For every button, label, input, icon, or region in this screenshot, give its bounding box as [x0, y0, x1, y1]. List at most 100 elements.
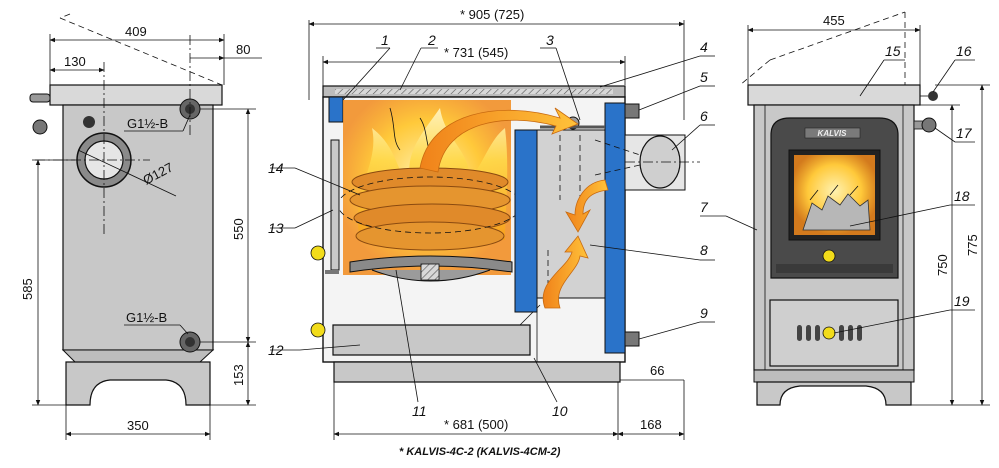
leader-13 — [294, 209, 334, 229]
leader-2 — [399, 47, 422, 91]
callout-13: 13 — [268, 220, 284, 236]
vent-slot-6 — [857, 325, 862, 341]
label-upper-connection: G1½-B — [127, 116, 168, 131]
leader-5 — [638, 85, 701, 111]
leader-16 — [932, 59, 956, 93]
dim-585: 585 — [20, 278, 35, 300]
callout-18: 18 — [954, 188, 970, 204]
jacket-inner-column — [514, 129, 538, 313]
door-frame — [330, 139, 340, 271]
lower-water-connection-center — [185, 337, 195, 347]
brand-plate — [804, 127, 861, 139]
callout-17: 17 — [956, 125, 973, 141]
dim-775: 775 — [965, 234, 980, 256]
leader-upper-conn-2 — [182, 114, 191, 132]
callout-4: 4 — [700, 39, 708, 55]
leader-8 — [589, 244, 701, 261]
flue-exit-dash-2 — [594, 164, 641, 176]
dim-153: 153 — [231, 364, 246, 386]
leader-11 — [395, 269, 419, 403]
dim-750: 750 — [935, 254, 950, 276]
callout-19: 19 — [954, 293, 970, 309]
gas-flow-arrow-top — [419, 107, 579, 173]
leader-15 — [859, 59, 885, 97]
footnote: * KALVIS-4C-2 (KALVIS-4CM-2) — [399, 446, 561, 458]
front-base — [756, 381, 912, 406]
dim-409: 409 — [125, 24, 147, 39]
callout-6: 6 — [700, 108, 708, 124]
dim-66: 66 — [650, 363, 664, 378]
leader-6 — [671, 124, 701, 151]
flue-exit-dash-1 — [594, 139, 641, 156]
door-hinge — [325, 270, 339, 274]
callout-10: 10 — [552, 403, 568, 419]
leader-4 — [599, 55, 701, 88]
leader-7 — [725, 215, 758, 231]
gas-flow-arrow-bottom — [542, 235, 589, 309]
fire-door-bottom-trim — [776, 264, 893, 273]
side-view-left: 409 80 130 G1½-B Ø127 G1½-B 550 153 585 — [20, 13, 262, 440]
ash-door-vents — [797, 325, 862, 341]
gas-flow-arrow-middle — [565, 179, 609, 233]
window-logs — [802, 193, 871, 231]
callout-7: 7 — [700, 199, 709, 215]
leader-9 — [638, 321, 701, 340]
leader-10 — [533, 357, 558, 403]
leader-diameter — [77, 149, 177, 197]
callout-14: 14 — [268, 160, 284, 176]
lower-pipe-stub — [624, 331, 640, 347]
callout-12: 12 — [268, 342, 284, 358]
dim-130: 130 — [64, 54, 86, 69]
lid-open-outline-end — [59, 13, 71, 19]
callout-11: 11 — [412, 403, 427, 419]
dim-168: 168 — [640, 417, 662, 432]
ash-pan — [332, 324, 531, 356]
vent-slot-4 — [839, 325, 844, 341]
front-top-plate — [747, 84, 921, 106]
side-knob — [32, 119, 48, 135]
front-plinth-top — [753, 369, 915, 383]
section-view: * 905 (725) * 731 (545) — [268, 7, 715, 458]
leader-18 — [849, 204, 951, 227]
side-handle — [29, 93, 51, 103]
front-door-knob — [822, 249, 836, 263]
side-inspection-hole — [83, 116, 95, 128]
label-lower-connection: G1½-B — [126, 310, 167, 325]
dim-455: 455 — [823, 13, 845, 28]
hob-plate-hatch — [335, 89, 613, 94]
callout-16: 16 — [956, 43, 972, 59]
section-base — [333, 361, 621, 383]
grate-center-block — [420, 263, 440, 281]
leader-1 — [342, 47, 391, 101]
front-top-knob — [928, 91, 938, 101]
callout-9: 9 — [700, 305, 708, 321]
dim-731: * 731 (545) — [444, 45, 508, 60]
callout-3: 3 — [546, 32, 554, 48]
front-lid-open-top — [769, 11, 906, 61]
section-knob-lower — [310, 322, 326, 338]
window-log-details — [809, 184, 859, 201]
leader-12 — [299, 344, 361, 351]
callout-2: 2 — [427, 32, 436, 48]
leader-19 — [833, 309, 951, 334]
dim-80: 80 — [236, 42, 250, 57]
leader-14 — [294, 167, 361, 196]
vent-slot-5 — [848, 325, 853, 341]
left-top-jacket — [328, 96, 344, 123]
dim-350: 350 — [127, 418, 149, 433]
callout-15: 15 — [885, 43, 901, 59]
dim-905: * 905 (725) — [460, 7, 524, 22]
side-base — [65, 361, 211, 406]
callout-5: 5 — [700, 69, 708, 85]
front-view: 455 KALVIS — [700, 11, 990, 406]
dim-550: 550 — [231, 218, 246, 240]
ash-door-knob — [822, 326, 836, 340]
callout-1: 1 — [381, 32, 389, 48]
front-callouts: 7 15 16 17 18 19 — [700, 43, 975, 334]
callout-8: 8 — [700, 242, 708, 258]
front-lid-open-l — [739, 59, 771, 86]
upper-pipe-stub — [624, 103, 640, 119]
brand-plate-text: KALVIS — [818, 129, 848, 138]
